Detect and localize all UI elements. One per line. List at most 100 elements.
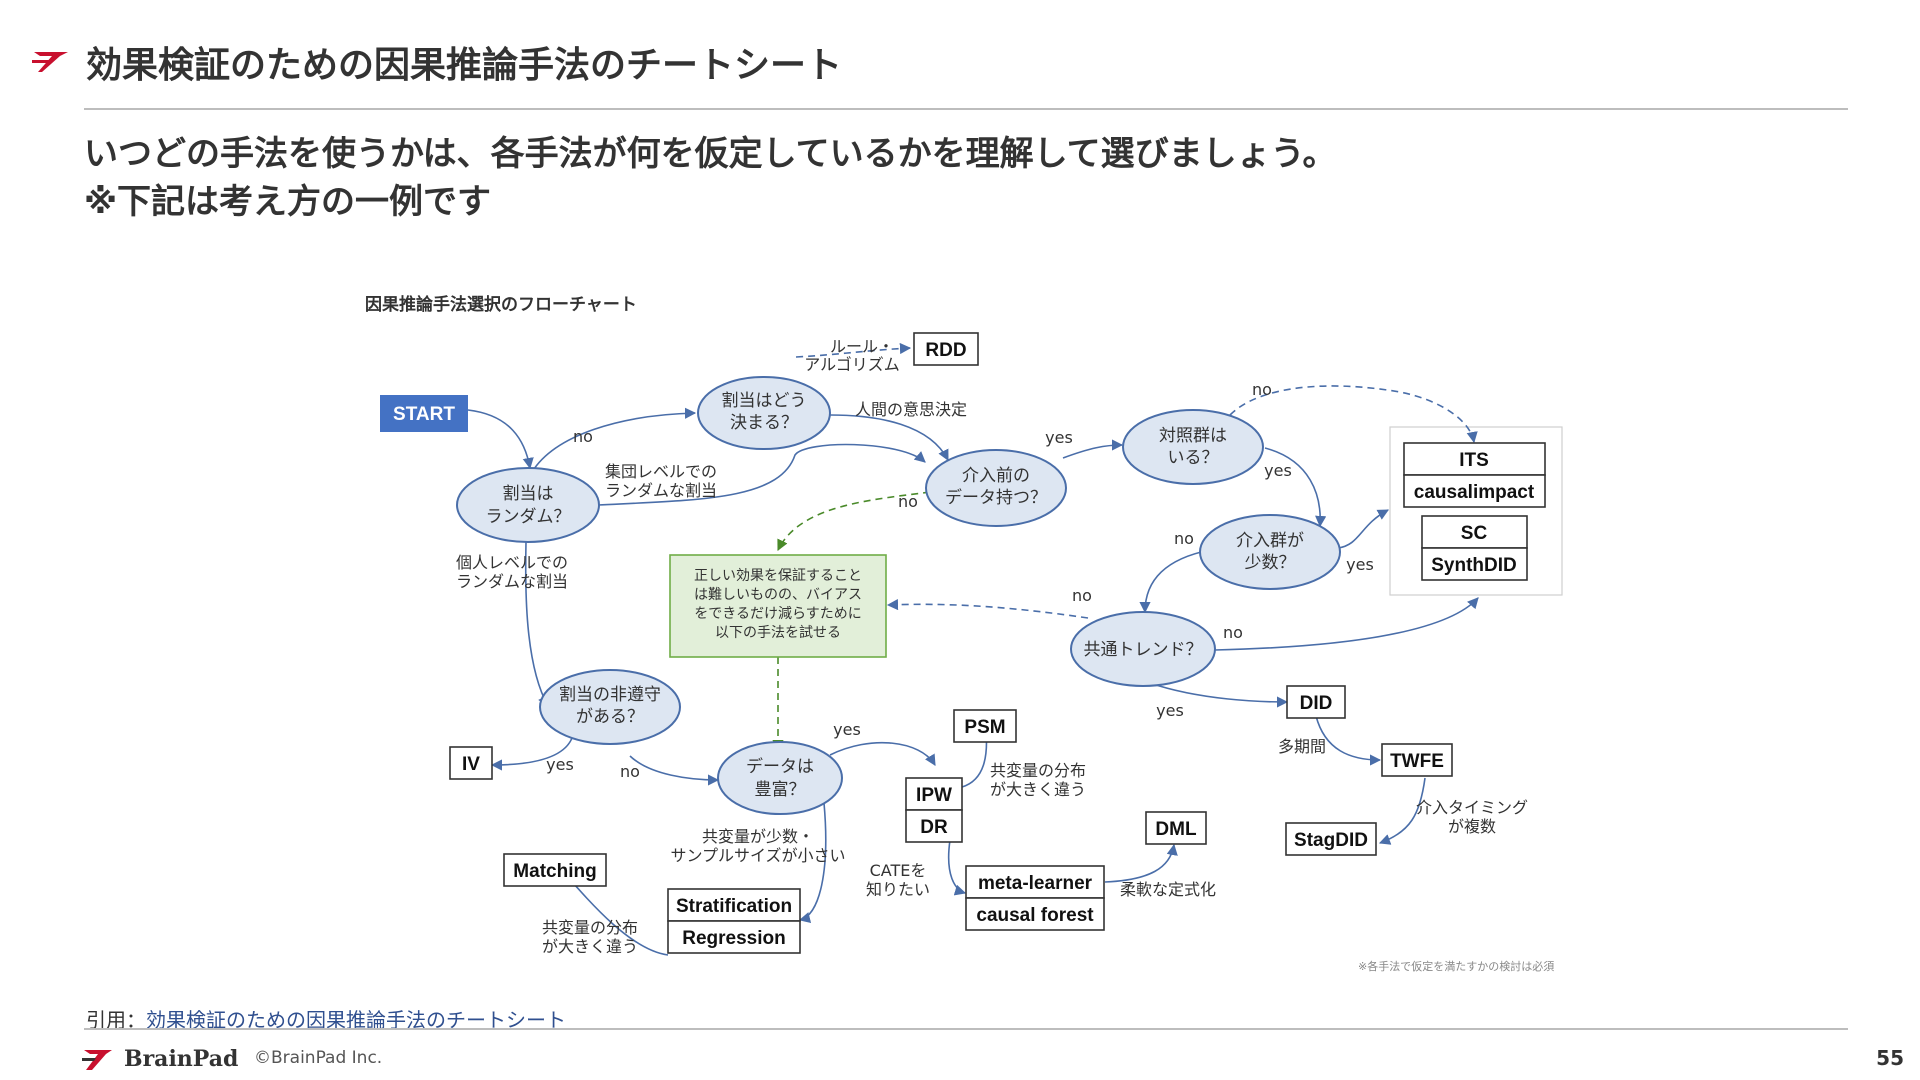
decision-noncompliance: 割当の非遵守 がある？ [539, 669, 681, 745]
method-dr: DR [905, 809, 963, 843]
note-box: 正しい効果を保証すること は難しいものの、バイアス をできるだけ減らすために 以… [669, 554, 887, 658]
method-stagdid: StagDID [1285, 822, 1377, 856]
method-stratification: Stratification [667, 888, 801, 922]
header-divider [84, 108, 1848, 110]
svg-text:Matching: Matching [513, 861, 596, 882]
svg-text:ITS: ITS [1459, 450, 1489, 471]
method-matching: Matching [503, 853, 607, 887]
label-individual-random-1: 個人レベルでの [456, 553, 568, 572]
decision-rich: データは 豊富？ [717, 741, 843, 815]
edge-meta-dml [1104, 843, 1178, 883]
label-cov-diff-psm-1: 共変量の分布 [990, 761, 1086, 780]
copyright: ©BrainPad Inc. [254, 1048, 383, 1068]
decision-pre-data: 介入前の データ持つ？ [925, 449, 1067, 527]
footer-divider [84, 1028, 1848, 1030]
label-rule-2: アルゴリズム [804, 355, 900, 374]
method-twfe: TWFE [1381, 743, 1453, 777]
svg-text:データは: データは [746, 756, 814, 777]
label-noncompliance-no: no [620, 762, 640, 781]
label-few-yes: yes [1346, 555, 1374, 574]
edge-few-trend [1139, 549, 1211, 614]
label-rich-yes: yes [833, 720, 861, 739]
method-psm: PSM [953, 709, 1017, 743]
svg-text:少数？: 少数？ [1245, 553, 1296, 573]
decision-control: 対照群は いる？ [1122, 409, 1264, 485]
label-pre-yes: yes [1045, 428, 1073, 447]
label-multi-period: 多期間 [1278, 737, 1326, 756]
method-dml: DML [1145, 811, 1207, 845]
brainpad-wordmark: BrainPad [124, 1046, 238, 1072]
edge-random-noncompliance [524, 541, 549, 707]
decision-how: 割当はどう 決まる？ [697, 376, 831, 450]
edge-start-random [467, 409, 534, 470]
edge-dr-meta [947, 839, 967, 896]
label-few-cov-2: サンプルサイズが小さい [670, 846, 845, 865]
svg-text:ランダム？: ランダム？ [486, 507, 571, 527]
label-cov-diff-psm-2: が大きく違う [990, 780, 1086, 799]
svg-text:共通トレンド？: 共通トレンド？ [1084, 640, 1203, 660]
svg-text:DID: DID [1300, 693, 1333, 714]
label-individual-random-2: ランダムな割当 [456, 572, 568, 591]
method-regression: Regression [667, 920, 801, 954]
edge-trend-note [886, 599, 1089, 619]
label-rule-1: ルール・ [830, 337, 894, 356]
svg-text:正しい効果を保証すること: 正しい効果を保証すること [694, 568, 862, 584]
label-flexible: 柔軟な定式化 [1120, 880, 1216, 899]
label-cate-1: CATEを [870, 861, 927, 880]
edge-noncompliance-rich [629, 755, 720, 786]
edge-random-how [531, 407, 697, 473]
label-trend-yes: yes [1156, 701, 1184, 720]
svg-text:割当の非遵守: 割当の非遵守 [559, 685, 661, 705]
flowchart-title: 因果推論手法選択のフローチャート [365, 295, 637, 315]
svg-text:割当はどう: 割当はどう [722, 391, 807, 411]
lead-line-1: いつどの手法を使うかは、各手法が何を仮定しているかを理解して選びましょう。 [84, 134, 1337, 174]
svg-text:データ持つ？: データ持つ？ [945, 487, 1047, 508]
its-sc-group [1389, 426, 1563, 596]
edge-rich-strat [798, 802, 827, 923]
svg-text:をできるだけ減らすために: をできるだけ減らすために [694, 605, 861, 622]
label-multi-timing-1: 介入タイミング [1416, 798, 1528, 817]
method-causal-forest: causal forest [965, 897, 1105, 931]
method-sc: SC [1421, 515, 1528, 549]
decision-few-treated: 介入群が 少数？ [1199, 514, 1341, 590]
edge-control-its [1229, 385, 1478, 444]
decision-trend: 共通トレンド？ [1070, 611, 1216, 687]
label-few-cov-1: 共変量が少数・ [702, 827, 814, 846]
edge-how-pre [829, 414, 949, 461]
label-cov-diff-matching-1: 共変量の分布 [542, 918, 638, 937]
svg-text:SynthDID: SynthDID [1431, 555, 1517, 576]
svg-text:豊富？: 豊富？ [755, 780, 806, 800]
edge-did-twfe [1315, 715, 1382, 766]
start-label: START [393, 404, 455, 425]
method-synthdid: SynthDID [1421, 547, 1528, 581]
svg-text:は難しいものの、バイアス: は難しいものの、バイアス [694, 587, 862, 603]
label-random-no: no [573, 427, 593, 446]
svg-text:causal forest: causal forest [976, 905, 1094, 926]
method-its: ITS [1403, 442, 1546, 476]
edge-pre-control [1062, 439, 1124, 459]
svg-text:meta-learner: meta-learner [978, 873, 1093, 894]
svg-text:SC: SC [1461, 523, 1488, 544]
svg-text:割当は: 割当は [503, 484, 554, 504]
svg-text:介入群が: 介入群が [1236, 531, 1304, 551]
edge-twfe-stagdid [1378, 777, 1426, 845]
page-title: 効果検証のための因果推論手法のチートシート [86, 45, 843, 86]
method-iv: IV [449, 746, 493, 780]
label-human: 人間の意思決定 [855, 400, 967, 419]
edge-few-sc [1337, 509, 1389, 549]
svg-text:DML: DML [1155, 819, 1197, 840]
edge-trend-its [1214, 597, 1479, 651]
edge-trend-did [1149, 682, 1289, 708]
label-multi-timing-2: が複数 [1448, 817, 1496, 836]
edge-how-rdd [795, 342, 912, 358]
lead-text: いつどの手法を使うかは、各手法が何を仮定しているかを理解して選びましょう。 ※下… [84, 130, 1337, 226]
label-group-random-1: 集団レベルでの [605, 462, 717, 481]
svg-text:PSM: PSM [964, 717, 1005, 738]
label-cov-diff-matching-2: が大きく違う [542, 937, 638, 956]
svg-text:がある？: がある？ [576, 707, 644, 727]
svg-text:いる？: いる？ [1168, 448, 1219, 468]
page-number: 55 [1876, 1046, 1904, 1070]
svg-text:以下の手法を試せる: 以下の手法を試せる [715, 625, 841, 641]
method-did: DID [1286, 685, 1346, 719]
